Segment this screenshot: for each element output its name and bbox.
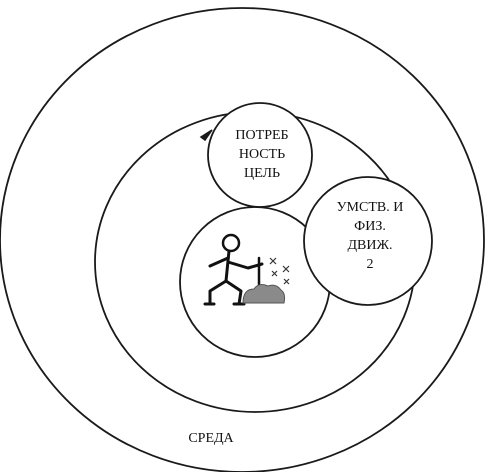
need-goal-label-line: ПОТРЕБ [222, 126, 302, 145]
need-goal-label-line: ЦЕЛЬ [222, 164, 302, 183]
movement-label-line: ФИЗ. [322, 217, 418, 236]
need-goal-label: ПОТРЕБ НОСТЬ ЦЕЛЬ [222, 126, 302, 183]
stone-icon [243, 285, 285, 303]
sparks-icon [270, 258, 289, 284]
need-goal-label-line: НОСТЬ [222, 145, 302, 164]
movement-label-line: ДВИЖ. [322, 236, 418, 255]
movement-label: УМСТВ. И ФИЗ. ДВИЖ. 2 [322, 198, 418, 274]
environment-label: СРЕДА [176, 429, 246, 448]
movement-label-line: УМСТВ. И [322, 198, 418, 217]
movement-label-line: 2 [322, 255, 418, 274]
